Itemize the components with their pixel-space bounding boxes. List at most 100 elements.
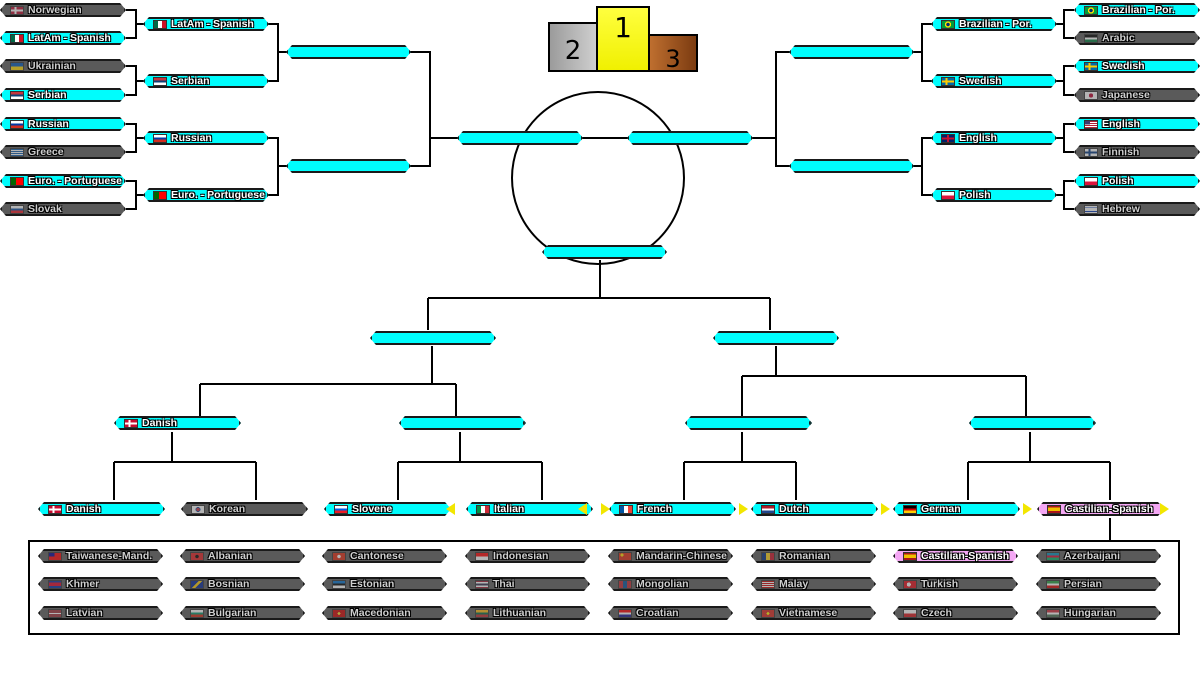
bracket-slot-left_r1[interactable]: Serbian xyxy=(0,88,126,102)
bracket-slot-empty[interactable] xyxy=(685,416,811,430)
bracket-slot-left_r1[interactable]: Slovak xyxy=(0,202,126,216)
bracket-slot-empty[interactable] xyxy=(713,331,839,345)
pool-contestant[interactable]: Croatian xyxy=(608,606,733,620)
advance-arrow-right-icon[interactable] xyxy=(881,503,890,515)
korea-flag-icon xyxy=(191,505,205,514)
advance-arrow-left-icon[interactable] xyxy=(578,503,587,515)
bracket-slot-bottom_r1[interactable]: Danish xyxy=(38,502,165,516)
bracket-slot-empty[interactable] xyxy=(789,45,914,59)
hongkong-flag-icon xyxy=(332,552,346,561)
slot-label: Slovene xyxy=(352,503,393,515)
bracket-slot-bottom_r1[interactable]: Italian xyxy=(466,502,593,516)
podium-third xyxy=(648,34,698,72)
bracket-slot-left_r2[interactable]: LatAm - Spanish xyxy=(143,17,269,31)
bracket-slot-bottom_r1[interactable]: Castilian-Spanish xyxy=(1037,502,1164,516)
pool-contestant[interactable]: Mongolian xyxy=(608,577,733,591)
bracket-slot-left_r1[interactable]: LatAm - Spanish xyxy=(0,31,126,45)
bracket-slot-right_r1[interactable]: Swedish xyxy=(1074,59,1200,73)
bracket-slot-right_r1[interactable]: Brazilian - Por. xyxy=(1074,3,1200,17)
pool-contestant[interactable]: Vietnamese xyxy=(751,606,876,620)
bracket-slot-bottom_r1[interactable]: German xyxy=(893,502,1020,516)
bracket-slot-empty[interactable] xyxy=(789,159,914,173)
pool-contestant[interactable]: Lithuanian xyxy=(465,606,590,620)
pool-contestant[interactable]: Bulgarian xyxy=(180,606,305,620)
slot-label: Mongolian xyxy=(636,578,689,590)
latvia-flag-icon xyxy=(48,609,62,618)
bracket-slot-empty[interactable] xyxy=(542,245,667,259)
bracket-slot-empty[interactable] xyxy=(370,331,496,345)
pool-contestant[interactable]: Khmer xyxy=(38,577,163,591)
bracket-slot-right_r2[interactable]: Brazilian - Por. xyxy=(931,17,1057,31)
bracket-slot-right_r1[interactable]: Hebrew xyxy=(1074,202,1200,216)
pool-contestant[interactable]: Castilian-Spanish xyxy=(893,549,1018,563)
pool-contestant[interactable]: Latvian xyxy=(38,606,163,620)
slot-label: Italian xyxy=(494,503,525,515)
advance-arrow-right-icon[interactable] xyxy=(739,503,748,515)
bracket-slot-left_r2[interactable]: Russian xyxy=(143,131,269,145)
podium-third-label: 3 xyxy=(665,45,680,73)
bracket-slot-bottom_r1[interactable]: Slovene xyxy=(324,502,451,516)
pool-contestant[interactable]: Estonian xyxy=(322,577,447,591)
thailand-flag-icon xyxy=(475,580,489,589)
pool-contestant[interactable]: Taiwanese-Mand. xyxy=(38,549,163,563)
azerbaijan-flag-icon xyxy=(1046,552,1060,561)
slot-label: Polish xyxy=(959,189,991,201)
poland-flag-icon xyxy=(941,191,955,200)
pool-contestant[interactable]: Bosnian xyxy=(180,577,305,591)
slot-label: Macedonian xyxy=(350,607,411,619)
bracket-slot-left_r2[interactable]: Serbian xyxy=(143,74,269,88)
pool-contestant[interactable]: Persian xyxy=(1036,577,1161,591)
bracket-slot-right_r1[interactable]: Arabic xyxy=(1074,31,1200,45)
bracket-slot-right_r1[interactable]: Finnish xyxy=(1074,145,1200,159)
advance-arrow-left-icon[interactable] xyxy=(446,503,455,515)
slot-label: English xyxy=(959,132,997,144)
pool-contestant[interactable]: Cantonese xyxy=(322,549,447,563)
bracket-slot-right_r1[interactable]: Japanese xyxy=(1074,88,1200,102)
bracket-slot-empty[interactable] xyxy=(286,159,411,173)
slot-label: Polish xyxy=(1102,175,1134,187)
pool-contestant[interactable]: Azerbaijani xyxy=(1036,549,1161,563)
bosnia-flag-icon xyxy=(190,580,204,589)
bracket-slot-bottom_r1[interactable]: Dutch xyxy=(751,502,878,516)
advance-arrow-right-icon[interactable] xyxy=(601,503,610,515)
bracket-slot-empty[interactable] xyxy=(399,416,525,430)
bracket-slot-right_r2[interactable]: English xyxy=(931,131,1057,145)
bracket-slot-left_r2[interactable]: Euro. - Portuguese xyxy=(143,188,269,202)
bracket-slot-empty[interactable] xyxy=(457,131,583,145)
slot-label: Castilian-Spanish xyxy=(921,550,1010,562)
portugal-flag-icon xyxy=(10,177,24,186)
pool-contestant[interactable]: Indonesian xyxy=(465,549,590,563)
bracket-slot-left_r1[interactable]: Russian xyxy=(0,117,126,131)
bracket-slot-bottom_r1[interactable]: Korean xyxy=(181,502,308,516)
pool-contestant[interactable]: Mandarin-Chinese xyxy=(608,549,733,563)
bracket-slot-right_r1[interactable]: Polish xyxy=(1074,174,1200,188)
bracket-slot-right_r2[interactable]: Swedish xyxy=(931,74,1057,88)
bracket-slot-right_r1[interactable]: English xyxy=(1074,117,1200,131)
bracket-slot-bottom_r1[interactable]: French xyxy=(609,502,736,516)
podium-first-label: 1 xyxy=(614,11,632,44)
slot-label: LatAm - Spanish xyxy=(171,18,254,30)
pool-contestant[interactable]: Albanian xyxy=(180,549,305,563)
bracket-slot-empty[interactable] xyxy=(286,45,411,59)
pool-contestant[interactable]: Thai xyxy=(465,577,590,591)
pool-contestant[interactable]: Malay xyxy=(751,577,876,591)
bracket-slot-empty[interactable] xyxy=(627,131,753,145)
bracket-slot-left_r1[interactable]: Norwegian xyxy=(0,3,126,17)
pool-contestant[interactable]: Turkish xyxy=(893,577,1018,591)
advance-arrow-right-icon[interactable] xyxy=(1160,503,1169,515)
bracket-slot-left_r1[interactable]: Ukrainian xyxy=(0,59,126,73)
bracket-slot-right_r2[interactable]: Polish xyxy=(931,188,1057,202)
bracket-slot-left_r1[interactable]: Euro. - Portuguese xyxy=(0,174,126,188)
center-circle xyxy=(511,91,685,265)
pool-contestant[interactable]: Czech xyxy=(893,606,1018,620)
bracket-slot-left_r1[interactable]: Greece xyxy=(0,145,126,159)
bracket-slot-bottom_r2[interactable]: Danish xyxy=(114,416,241,430)
slot-label: Albanian xyxy=(208,550,253,562)
bracket-slot-empty[interactable] xyxy=(969,416,1095,430)
pool-contestant[interactable]: Hungarian xyxy=(1036,606,1161,620)
mongolia-flag-icon xyxy=(618,580,632,589)
uk-flag-icon xyxy=(941,134,955,143)
pool-contestant[interactable]: Macedonian xyxy=(322,606,447,620)
advance-arrow-right-icon[interactable] xyxy=(1023,503,1032,515)
pool-contestant[interactable]: Romanian xyxy=(751,549,876,563)
